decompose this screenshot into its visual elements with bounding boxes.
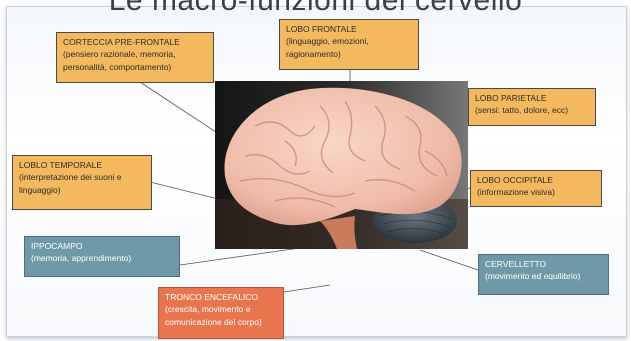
label-parietal-desc: (sensi: tatto, dolore, ecc)	[475, 105, 568, 115]
label-hippocampus: IPPOCAMPO (memoria, apprendimento)	[24, 236, 180, 277]
label-temporal-name: LOBLO TEMPORALE	[19, 159, 145, 171]
connector-brainstem	[284, 285, 330, 292]
label-cerebellum: CERVELLETTO (movimento ed equilibrio)	[478, 254, 609, 295]
label-temporal-lobe: LOBLO TEMPORALE (interpretazione dei suo…	[12, 155, 152, 210]
label-brainstem: TRONCO ENCEFALICO (crescita, movimento e…	[158, 287, 284, 339]
label-parietal-name: LOBO PARIETALE	[475, 92, 589, 104]
label-prefrontal-desc: (pensiero razionale, memoria, personalit…	[63, 49, 175, 71]
label-occipital-name: LOBO OCCIPITALE	[477, 174, 595, 186]
label-brainstem-desc: (crescita, movimento e comunicazione del…	[165, 304, 262, 326]
label-prefrontal-cortex: CORTECCIA PRE-FRONTALE (pensiero raziona…	[56, 32, 214, 83]
connector-hippocampus	[180, 248, 300, 265]
label-temporal-desc: (interpretazione dei suoni e linguaggio)	[19, 172, 122, 194]
label-occipital-desc: (informazione visiva)	[477, 187, 555, 197]
label-frontal-name: LOBO FRONTALE	[286, 23, 412, 35]
label-prefrontal-name: CORTECCIA PRE-FRONTALE	[63, 36, 207, 48]
label-brainstem-name: TRONCO ENCEFALICO	[165, 291, 277, 303]
label-occipital-lobe: LOBO OCCIPITALE (informazione visiva)	[470, 170, 602, 207]
label-hippocampus-name: IPPOCAMPO	[31, 240, 173, 252]
label-cerebellum-name: CERVELLETTO	[485, 258, 602, 270]
label-cerebellum-desc: (movimento ed equilibrio)	[485, 271, 580, 281]
label-frontal-desc: (linguaggio, emozioni, ragionamento)	[286, 36, 369, 58]
label-frontal-lobe: LOBO FRONTALE (linguaggio, emozioni, rag…	[279, 19, 419, 70]
label-hippocampus-desc: (memoria, apprendimento)	[31, 253, 131, 263]
label-parietal-lobe: LOBO PARIETALE (sensi: tatto, dolore, ec…	[468, 88, 596, 126]
brain-photo	[215, 81, 468, 249]
brain-illustration	[215, 81, 468, 249]
connector-cerebellum	[420, 250, 478, 270]
